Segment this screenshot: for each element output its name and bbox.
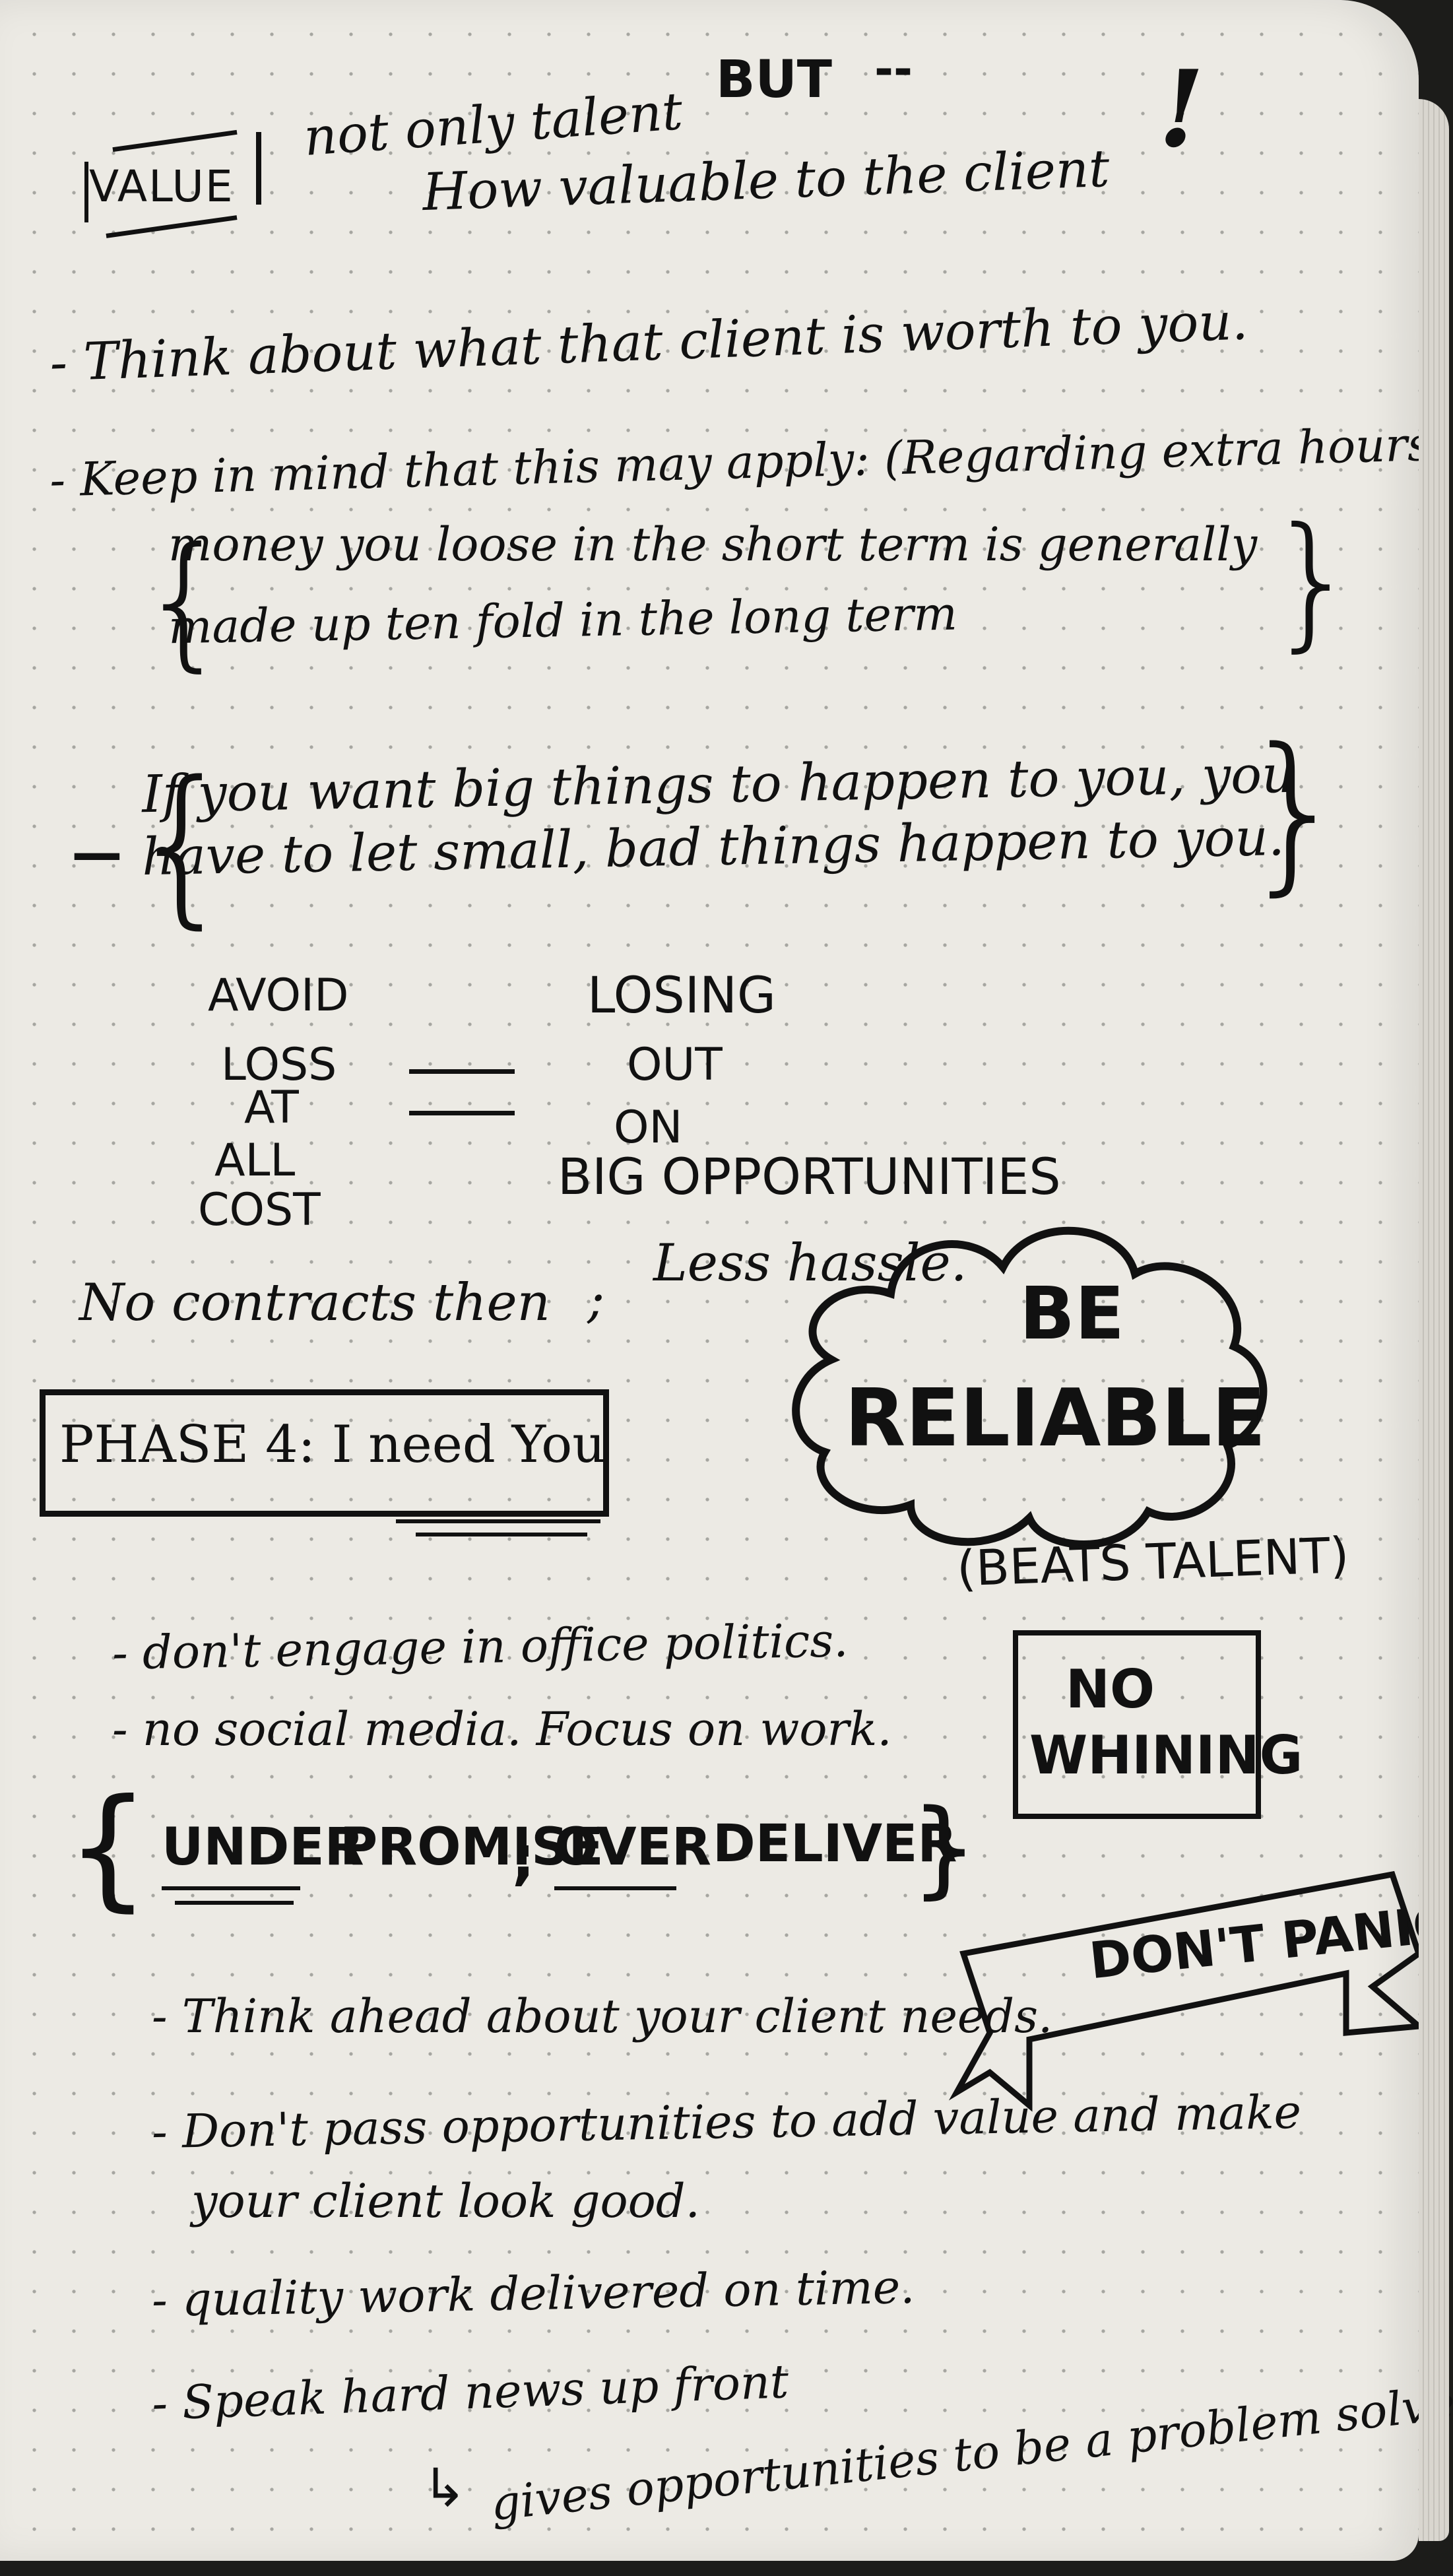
eq-right-3: ON [614, 1102, 683, 1154]
promise-over: OVER [554, 1818, 711, 1877]
value-bracket [84, 162, 88, 222]
eq-left-4: ALL [214, 1135, 296, 1187]
bullet-quality: - quality work delivered on time. [151, 2259, 916, 2328]
eq-left-3: AT [244, 1082, 299, 1134]
contracts-right: Less hassle. [653, 1234, 967, 1293]
under-underline-2 [175, 1901, 294, 1905]
cloud-beats-talent: (BEATS TALENT) [955, 1527, 1350, 1598]
no-whining-1: NO [1066, 1659, 1155, 1720]
header-but-dashes: -- [874, 42, 913, 96]
promise-right-brace: } [911, 1786, 978, 1909]
cloud-reliable: RELIABLE [845, 1373, 1266, 1465]
eq-left-1: AVOID [208, 970, 349, 1022]
arrow-icon: ↳ [422, 2457, 467, 2519]
phase-box [40, 1389, 609, 1517]
no-whining-box [1013, 1630, 1261, 1819]
promise-under: UNDER [162, 1818, 364, 1877]
cloud-be: BE [1019, 1271, 1124, 1356]
phase-underline-1 [396, 1519, 600, 1523]
eq-right-4: BIG OPPORTUNITIES [558, 1147, 1061, 1206]
eq-right-1: LOSING [587, 966, 776, 1024]
value-label: VALUE [89, 161, 234, 212]
promise-word: PROMISE [340, 1818, 604, 1877]
note-money: money you loose in the short term is gen… [168, 517, 1258, 572]
value-bracket-right [256, 132, 261, 205]
eq-left-2: LOSS [221, 1039, 337, 1091]
contracts-semicolon: ; [587, 1270, 605, 1329]
promise-deliver: DELIVER [713, 1814, 957, 1874]
contracts-left: No contracts then [79, 1273, 550, 1333]
equals-sign [409, 1069, 515, 1115]
right-brace-1: } [1267, 496, 1359, 665]
promise-semicolon: ; [511, 1823, 535, 1892]
over-underline [554, 1886, 676, 1890]
bullet-social: - no social media. Focus on work. [112, 1702, 892, 1756]
left-brace-2: -{ [66, 745, 238, 944]
header-exclaim: ! [1158, 47, 1205, 171]
page-edge [1419, 99, 1449, 2541]
eq-left-5: COST [198, 1184, 321, 1236]
left-brace-1: { [139, 516, 231, 685]
under-underline [162, 1886, 300, 1890]
bullet-politics: - don't engage in office politics. [112, 1613, 849, 1680]
bullet-look-good: your client look good. [191, 2174, 700, 2228]
eq-right-2: OUT [627, 1039, 723, 1091]
phase-underline-2 [416, 1533, 587, 1536]
phase-label: PHASE 4: I need You [59, 1415, 606, 1474]
bullet-think-ahead: - Think ahead about your client needs. [152, 1989, 1053, 2043]
header-but: BUT [716, 50, 832, 110]
promise-left-brace: { [66, 1771, 150, 1925]
right-brace-2: } [1241, 712, 1350, 911]
no-whining-2: WHINING [1029, 1725, 1303, 1786]
